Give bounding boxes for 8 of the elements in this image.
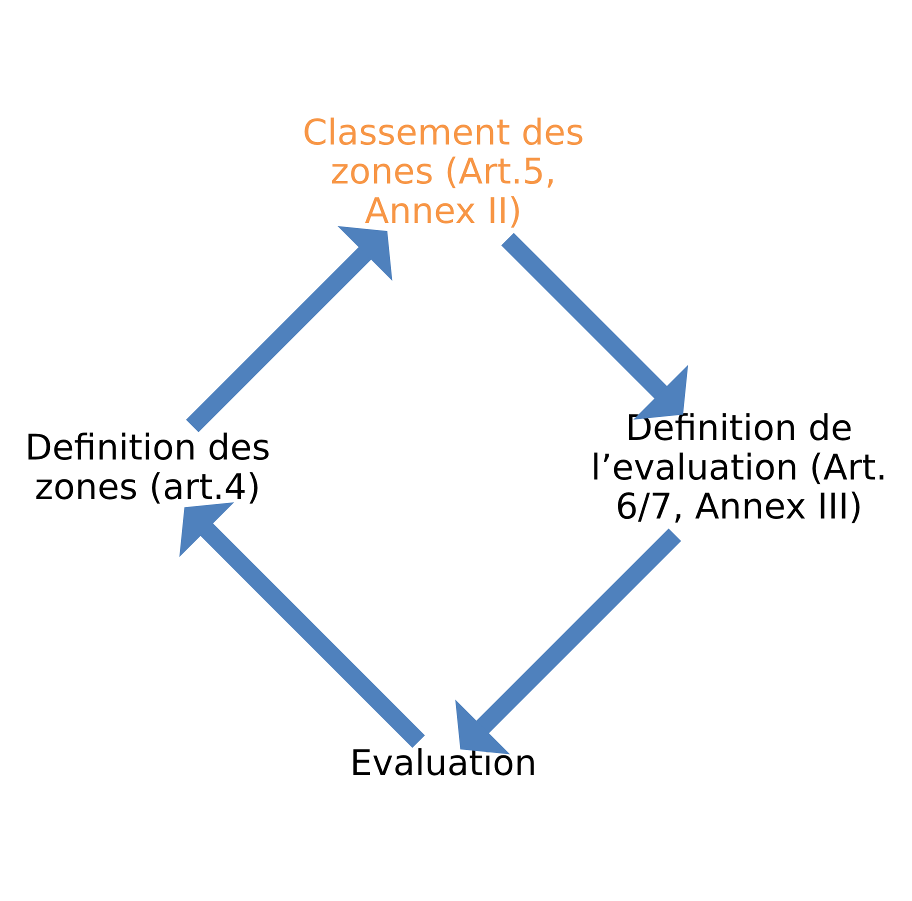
node-text: Classement des zones (Art.5, Annex II) [302, 112, 584, 232]
arrow [455, 528, 682, 754]
arrow [179, 502, 425, 748]
node-text: Definition des zones (art.4) [24, 427, 270, 508]
arrow [186, 225, 392, 432]
arrow [501, 232, 688, 420]
node-text: Evaluation [350, 742, 537, 784]
node-text: Definition de l’evaluation (Art. 6/7, Annex III) [590, 408, 888, 528]
